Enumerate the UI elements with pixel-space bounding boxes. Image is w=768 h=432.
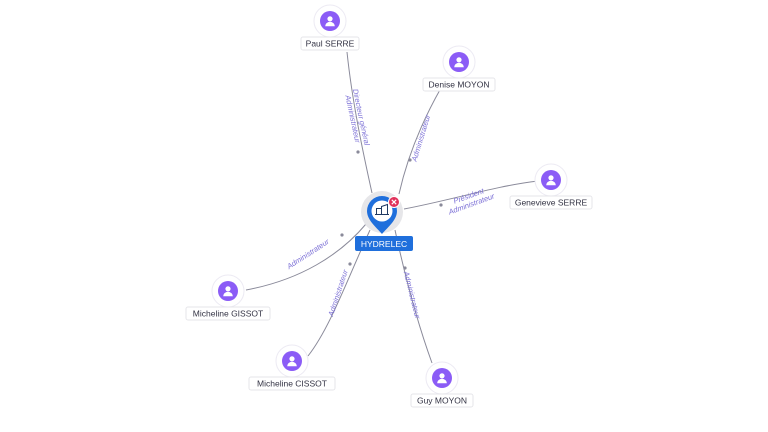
person-name: Denise MOYON xyxy=(429,80,490,90)
person-name: Micheline GISSOT xyxy=(193,309,263,319)
edge-arrow xyxy=(403,266,407,270)
center-label-box xyxy=(355,236,413,251)
person-node-genevieve-serre[interactable]: Genevieve SERRE xyxy=(509,163,593,210)
user-icon xyxy=(325,16,335,27)
person-node-micheline-cissot[interactable]: Micheline CISSOT xyxy=(248,344,336,391)
person-name-box xyxy=(248,376,336,391)
building-icon xyxy=(375,203,389,215)
person-name-box xyxy=(410,393,474,408)
edge-line xyxy=(403,180,539,210)
close-icon[interactable] xyxy=(388,196,400,208)
edge-label-group: Administrateur xyxy=(284,237,331,272)
person-name: Micheline CISSOT xyxy=(257,379,327,389)
person-name-box xyxy=(300,36,360,51)
edge-label-group: Administrateur xyxy=(409,113,432,163)
edge-arrow xyxy=(340,233,344,237)
edge-line xyxy=(346,51,373,194)
edge-role-label: Administrateur xyxy=(284,237,331,272)
person-node-paul-serre[interactable]: Paul SERRE xyxy=(300,4,360,51)
center-node[interactable]: HYDRELEC xyxy=(355,191,413,251)
user-icon xyxy=(546,175,556,186)
edge-label-group: Administrateur xyxy=(326,268,350,318)
nodes-layer: Paul SERRE Denise MOYON Genevieve SERRE Mic… xyxy=(185,4,593,408)
user-icon xyxy=(287,356,297,367)
edge-arrow xyxy=(408,158,412,162)
edge-arrow xyxy=(348,262,352,266)
person-node-guy-moyon[interactable]: Guy MOYON xyxy=(410,361,474,408)
edge-arrow xyxy=(439,203,443,207)
person-name: Guy MOYON xyxy=(417,396,467,406)
user-icon xyxy=(454,57,464,68)
edge-line xyxy=(245,223,367,291)
edge-role-label: Administrateur xyxy=(402,269,423,320)
edge-arrow xyxy=(356,150,360,154)
user-icon xyxy=(223,286,233,297)
person-node-micheline-gissot[interactable]: Micheline GISSOT xyxy=(185,274,271,321)
person-node-denise-moyon[interactable]: Denise MOYON xyxy=(422,45,496,92)
person-name: Paul SERRE xyxy=(306,39,355,49)
edge-line xyxy=(398,87,442,195)
edge-label-group: Administrateur xyxy=(402,269,423,320)
person-name-box xyxy=(422,77,496,92)
edge-role-label: Administrateur xyxy=(326,268,350,318)
person-name: Genevieve SERRE xyxy=(515,198,588,208)
center-label: HYDRELEC xyxy=(361,239,407,249)
person-name-box xyxy=(509,195,593,210)
edge-role-label: Administrateur xyxy=(409,113,432,163)
edge-denise-moyon: Administrateur xyxy=(398,87,442,195)
user-icon xyxy=(437,373,447,384)
person-name-box xyxy=(185,306,271,321)
